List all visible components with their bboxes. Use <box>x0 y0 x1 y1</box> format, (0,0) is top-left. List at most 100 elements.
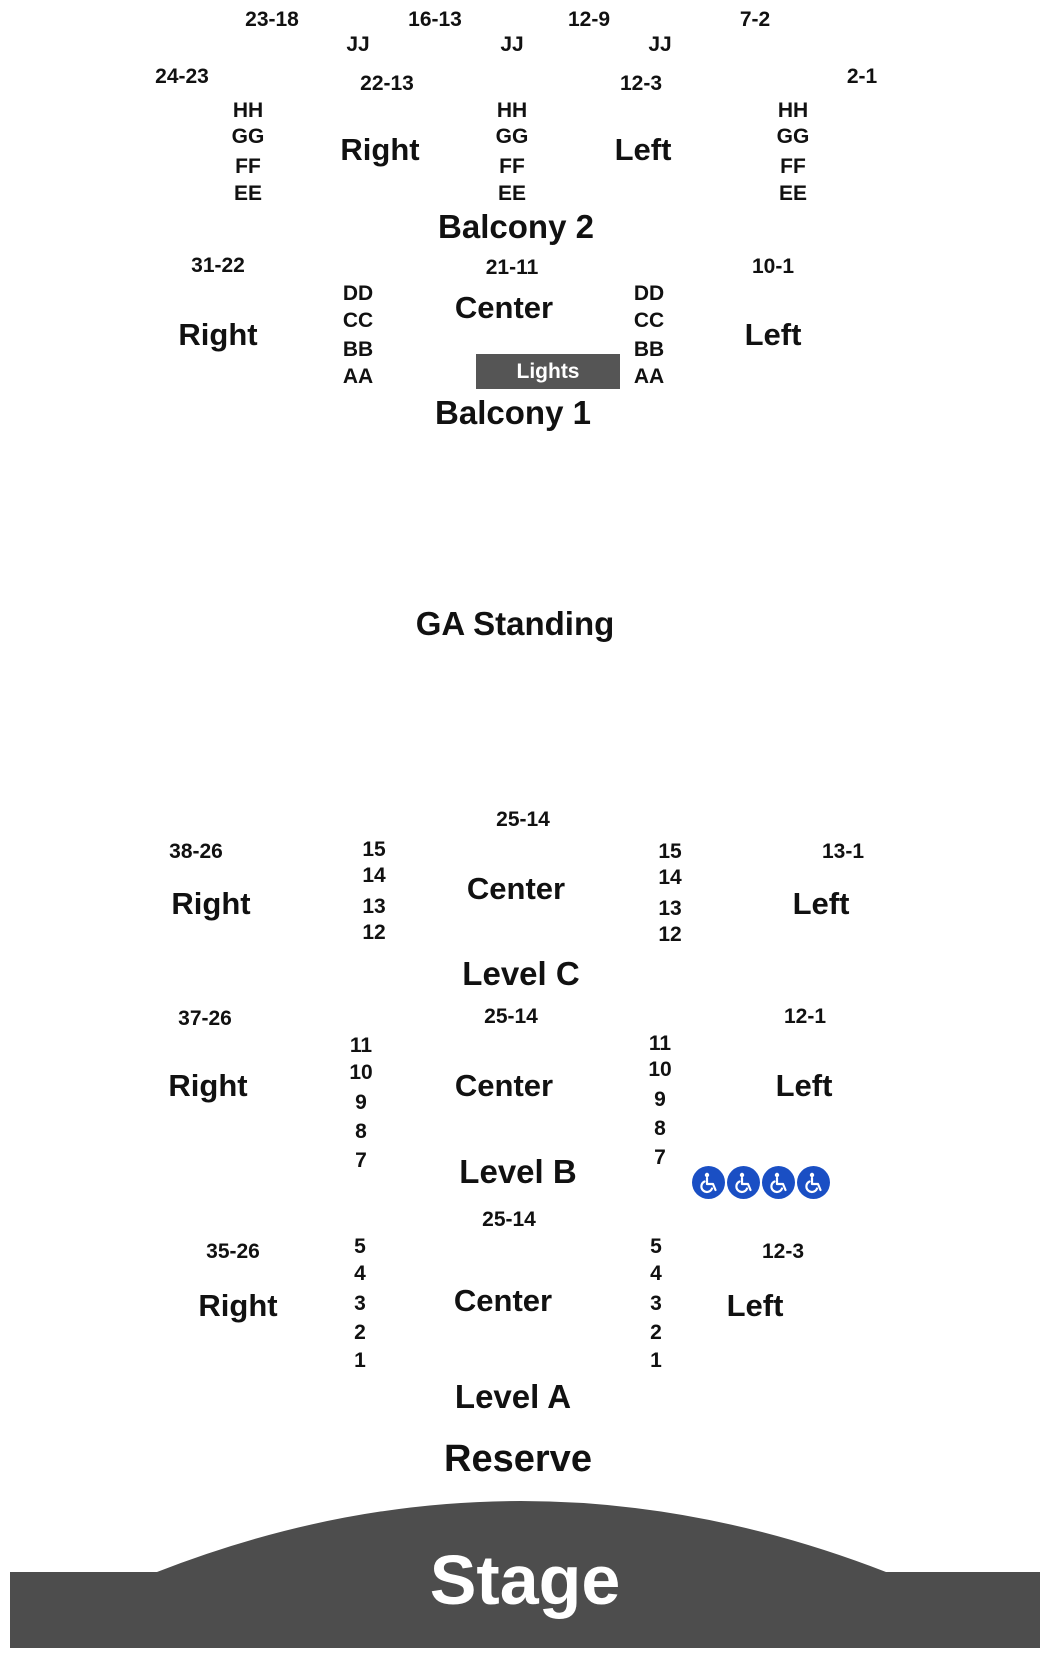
b2-right-seats[interactable]: 22-13 <box>360 72 414 95</box>
wheelchair-icon[interactable] <box>727 1166 760 1199</box>
b2-row-ee-c[interactable]: EE <box>778 182 808 205</box>
b2-jj-center-left-seats[interactable]: 12-9 <box>567 8 611 31</box>
balcony-1-title: Balcony 1 <box>435 394 591 431</box>
lb-row-8-right[interactable]: 8 <box>355 1120 367 1143</box>
balcony-2-title: Balcony 2 <box>438 208 594 245</box>
b1-row-dd-right[interactable]: DD <box>342 282 374 305</box>
lc-row-14-left[interactable]: 14 <box>658 866 682 889</box>
lb-row-11-left[interactable]: 11 <box>648 1032 672 1055</box>
lb-row-8-left[interactable]: 8 <box>654 1117 666 1140</box>
lb-left-seats[interactable]: 12-1 <box>783 1005 827 1028</box>
b2-row-hh-b[interactable]: HH <box>496 99 528 122</box>
la-row-1-right[interactable]: 1 <box>354 1349 366 1372</box>
b1-row-bb-right[interactable]: BB <box>342 338 374 361</box>
b2-row-gg-a[interactable]: GG <box>231 125 265 148</box>
b2-row-hh-c[interactable]: HH <box>777 99 809 122</box>
lb-section-center[interactable]: Center <box>454 1068 554 1103</box>
lc-section-center[interactable]: Center <box>466 871 566 906</box>
lc-row-12-right[interactable]: 12 <box>362 921 386 944</box>
b2-row-jj-left[interactable]: JJ <box>648 33 672 56</box>
lc-right-seats[interactable]: 38-26 <box>169 840 223 863</box>
lb-row-9-left[interactable]: 9 <box>654 1088 666 1111</box>
la-row-1-left[interactable]: 1 <box>650 1349 662 1372</box>
lc-row-15-left[interactable]: 15 <box>658 840 682 863</box>
wheelchair-icon[interactable] <box>692 1166 725 1199</box>
b2-section-left[interactable]: Left <box>614 132 672 167</box>
b1-row-aa-right[interactable]: AA <box>342 365 374 388</box>
lights-label: Lights <box>516 359 580 383</box>
b1-section-right[interactable]: Right <box>178 317 258 352</box>
b1-section-center[interactable]: Center <box>454 290 554 325</box>
lb-row-11-right[interactable]: 11 <box>349 1034 373 1057</box>
b2-jj-far-right-seats[interactable]: 23-18 <box>245 8 299 31</box>
lc-section-left[interactable]: Left <box>792 886 850 921</box>
lc-row-13-right[interactable]: 13 <box>362 895 386 918</box>
b1-right-seats[interactable]: 31-22 <box>191 254 245 277</box>
b1-row-bb-left[interactable]: BB <box>633 338 665 361</box>
b2-row-ff-a[interactable]: FF <box>235 155 261 178</box>
lb-row-10-left[interactable]: 10 <box>648 1058 672 1081</box>
la-center-seats[interactable]: 25-14 <box>482 1208 536 1231</box>
lights-bar: Lights <box>476 354 620 389</box>
b2-row-ff-b[interactable]: FF <box>499 155 525 178</box>
lc-row-15-right[interactable]: 15 <box>362 838 386 861</box>
la-row-2-right[interactable]: 2 <box>354 1321 366 1344</box>
b2-far-left-seats[interactable]: 2-1 <box>846 65 878 88</box>
lc-row-13-left[interactable]: 13 <box>658 897 682 920</box>
b2-left-seats[interactable]: 12-3 <box>619 72 663 95</box>
lc-left-seats[interactable]: 13-1 <box>821 840 865 863</box>
b2-row-gg-b[interactable]: GG <box>495 125 529 148</box>
b1-row-dd-left[interactable]: DD <box>633 282 665 305</box>
b2-jj-center-right-seats[interactable]: 16-13 <box>408 8 462 31</box>
lb-center-seats[interactable]: 25-14 <box>484 1005 538 1028</box>
stage-shape <box>10 1501 1040 1648</box>
la-left-seats[interactable]: 12-3 <box>761 1240 805 1263</box>
la-section-left[interactable]: Left <box>726 1288 784 1323</box>
b1-left-seats[interactable]: 10-1 <box>751 255 795 278</box>
la-row-4-left[interactable]: 4 <box>650 1262 662 1285</box>
lb-row-9-right[interactable]: 9 <box>355 1091 367 1114</box>
la-row-5-right[interactable]: 5 <box>354 1235 366 1258</box>
b2-row-ff-c[interactable]: FF <box>780 155 806 178</box>
b2-row-jj-center[interactable]: JJ <box>500 33 524 56</box>
b1-center-seats[interactable]: 21-11 <box>485 256 539 279</box>
lc-row-14-right[interactable]: 14 <box>362 864 386 887</box>
b2-row-jj-right[interactable]: JJ <box>346 33 370 56</box>
lc-row-12-left[interactable]: 12 <box>658 923 682 946</box>
b2-row-ee-b[interactable]: EE <box>497 182 527 205</box>
b1-row-cc-right[interactable]: CC <box>342 309 374 332</box>
wheelchair-icon[interactable] <box>797 1166 830 1199</box>
la-section-right[interactable]: Right <box>198 1288 278 1323</box>
ga-standing-section[interactable]: GA Standing <box>415 605 615 642</box>
b2-far-right-seats[interactable]: 24-23 <box>155 65 209 88</box>
level-b-title: Level B <box>459 1153 577 1190</box>
lb-row-7-left[interactable]: 7 <box>654 1146 666 1169</box>
b2-row-hh-a[interactable]: HH <box>232 99 264 122</box>
la-row-3-left[interactable]: 3 <box>650 1292 662 1315</box>
b1-row-cc-left[interactable]: CC <box>633 309 665 332</box>
b2-jj-far-left-seats[interactable]: 7-2 <box>739 8 771 31</box>
lb-section-right[interactable]: Right <box>168 1068 248 1103</box>
la-row-3-right[interactable]: 3 <box>354 1292 366 1315</box>
lb-row-7-right[interactable]: 7 <box>355 1149 367 1172</box>
b1-row-aa-left[interactable]: AA <box>633 365 665 388</box>
lb-row-10-right[interactable]: 10 <box>349 1061 373 1084</box>
la-section-center[interactable]: Center <box>453 1283 553 1318</box>
lc-section-right[interactable]: Right <box>171 886 251 921</box>
la-row-2-left[interactable]: 2 <box>650 1321 662 1344</box>
la-row-4-right[interactable]: 4 <box>354 1262 366 1285</box>
wheelchair-icon[interactable] <box>762 1166 795 1199</box>
lb-section-left[interactable]: Left <box>775 1068 833 1103</box>
stage-label: Stage <box>429 1541 621 1619</box>
la-right-seats[interactable]: 35-26 <box>206 1240 260 1263</box>
reserve-label: Reserve <box>444 1438 592 1480</box>
lc-center-seats[interactable]: 25-14 <box>496 808 550 831</box>
b2-row-ee-a[interactable]: EE <box>233 182 263 205</box>
lb-right-seats[interactable]: 37-26 <box>178 1007 232 1030</box>
b2-section-right[interactable]: Right <box>340 132 420 167</box>
level-c-title: Level C <box>462 955 580 992</box>
b1-section-left[interactable]: Left <box>744 317 802 352</box>
b2-row-gg-c[interactable]: GG <box>776 125 810 148</box>
la-row-5-left[interactable]: 5 <box>650 1235 662 1258</box>
